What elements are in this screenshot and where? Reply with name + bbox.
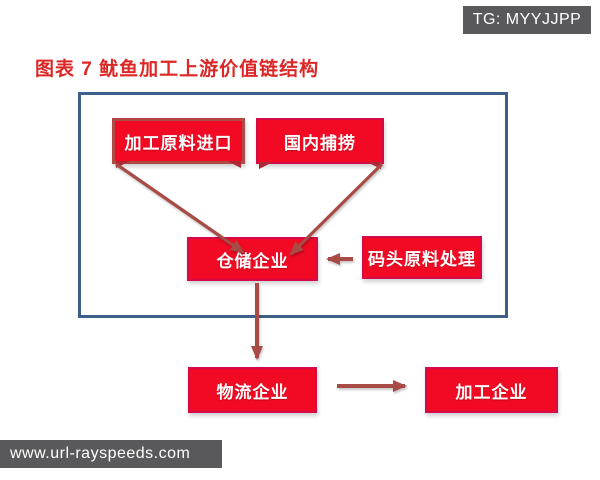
node-warehouse-enterprise: 仓储企业 — [187, 237, 318, 281]
node-domestic-catch: 国内捕捞 — [256, 118, 384, 169]
node-raw-material-import: 加工原料进口 — [112, 118, 245, 168]
watermark-bar: www.url-rayspeeds.com — [0, 440, 222, 468]
telegram-badge: TG: MYYJJPP — [463, 6, 591, 34]
node-logistics-enterprise: 物流企业 — [188, 367, 317, 413]
node-processing-enterprise: 加工企业 — [425, 367, 558, 413]
node-dock-raw-material-processing: 码头原料处理 — [362, 236, 482, 279]
figure-title: 图表 7 鱿鱼加工上游价值链结构 — [35, 59, 320, 80]
